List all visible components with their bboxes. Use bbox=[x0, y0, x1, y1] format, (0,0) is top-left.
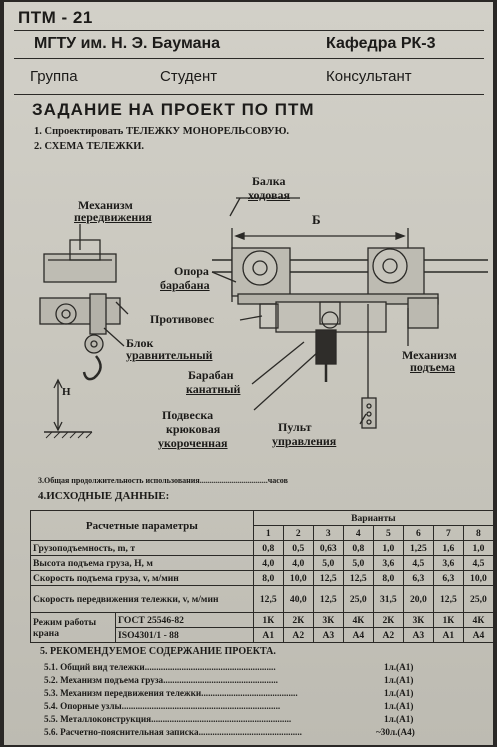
course-code: ПТМ - 21 bbox=[18, 8, 93, 27]
gost-label: ГОСТ 25546-82 bbox=[115, 612, 254, 628]
label-drum-2: канатный bbox=[186, 382, 241, 396]
param-header: Расчетные параметры bbox=[30, 510, 254, 541]
assignment-sheet: ПТМ - 21 МГТУ им. Н. Э. Баумана Кафедра … bbox=[4, 2, 493, 745]
task-title: ЗАДАНИЕ НА ПРОЕКТ ПО ПТМ bbox=[32, 100, 315, 119]
task-item-2: 2. СХЕМА ТЕЛЕЖКИ. bbox=[34, 141, 144, 152]
label-block: Блок bbox=[126, 336, 154, 350]
header-rule bbox=[14, 30, 484, 31]
source-data-title: 4.ИСХОДНЫЕ ДАННЫЕ: bbox=[38, 490, 170, 502]
label-drum-support-2: барабана bbox=[160, 278, 210, 292]
label-pendant: Пульт bbox=[278, 420, 312, 434]
label-hook-3: укороченная bbox=[158, 436, 228, 450]
label-travel-mech: Механизм bbox=[78, 198, 133, 212]
list-item-value: 1л.(А1) bbox=[384, 688, 414, 698]
label-hoist-mech: Механизм bbox=[402, 348, 457, 362]
list-item-value: 1л.(А1) bbox=[384, 662, 414, 672]
label-hook: Подвеска bbox=[162, 408, 214, 422]
group-label: Группа bbox=[30, 68, 78, 85]
label-drum-support: Опора bbox=[174, 264, 209, 278]
label-beam-2: ходовая bbox=[248, 188, 290, 202]
dimension-b: Б bbox=[312, 212, 321, 227]
consultant-label: Консультант bbox=[326, 68, 412, 85]
list-item: 5.4. Опорные узлы.......................… bbox=[44, 701, 281, 711]
list-item-value: 1л.(А1) bbox=[384, 675, 414, 685]
list-item: 5.5. Металлоконструкция.................… bbox=[44, 714, 292, 724]
list-item: 5.2. Механизм подъема груза.............… bbox=[44, 675, 278, 685]
list-item-value: 1л.(А1) bbox=[384, 714, 414, 724]
table-row: Скорость передвижения тележки, v, м/мин … bbox=[30, 585, 493, 613]
trolley-schematic bbox=[39, 197, 488, 439]
mode-label-2: крана bbox=[33, 627, 59, 639]
student-label: Студент bbox=[160, 68, 218, 85]
header-rule bbox=[14, 58, 484, 59]
variants-header: Варианты bbox=[252, 510, 493, 526]
label-height: Н bbox=[62, 386, 71, 398]
list-item-value: ~30л.(А4) bbox=[376, 727, 415, 737]
label-hook-2: крюковая bbox=[166, 422, 221, 436]
label-counterweight: Противовес bbox=[150, 312, 215, 326]
side-frame bbox=[39, 297, 121, 325]
label-hoist-mech-2: подъема bbox=[410, 360, 456, 374]
list-item: 5.6. Расчетно-пояснительная записка.....… bbox=[44, 727, 302, 737]
department-name: Кафедра РК-3 bbox=[326, 35, 436, 52]
university-name: МГТУ им. Н. Э. Баумана bbox=[34, 35, 221, 52]
list-item: 5.1. Общий вид тележки..................… bbox=[44, 662, 276, 672]
list-item-value: 1л.(А1) bbox=[384, 701, 414, 711]
label-travel-mech-2: передвижения bbox=[74, 210, 152, 224]
label-drum: Барабан bbox=[188, 368, 234, 382]
list-item: 5.3. Механизм передвижения тележки......… bbox=[44, 688, 298, 698]
label-beam: Балка bbox=[252, 174, 286, 188]
recommended-title: 5. РЕКОМЕНДУЕМОЕ СОДЕРЖАНИЕ ПРОЕКТА. bbox=[40, 646, 276, 657]
header-rule bbox=[14, 94, 484, 95]
label-pendant-2: управления bbox=[272, 434, 337, 448]
iso-label: ISO4301/1 - 88 bbox=[115, 627, 254, 643]
usage-duration: 3.Общая продолжительность использования.… bbox=[38, 476, 288, 485]
label-block-2: уравнительный bbox=[126, 348, 213, 362]
mode-label: Режим работы bbox=[33, 616, 97, 628]
task-item-1: 1. Спроектировать ТЕЛЕЖКУ МОНОРЕЛЬСОВУЮ. bbox=[34, 126, 290, 137]
